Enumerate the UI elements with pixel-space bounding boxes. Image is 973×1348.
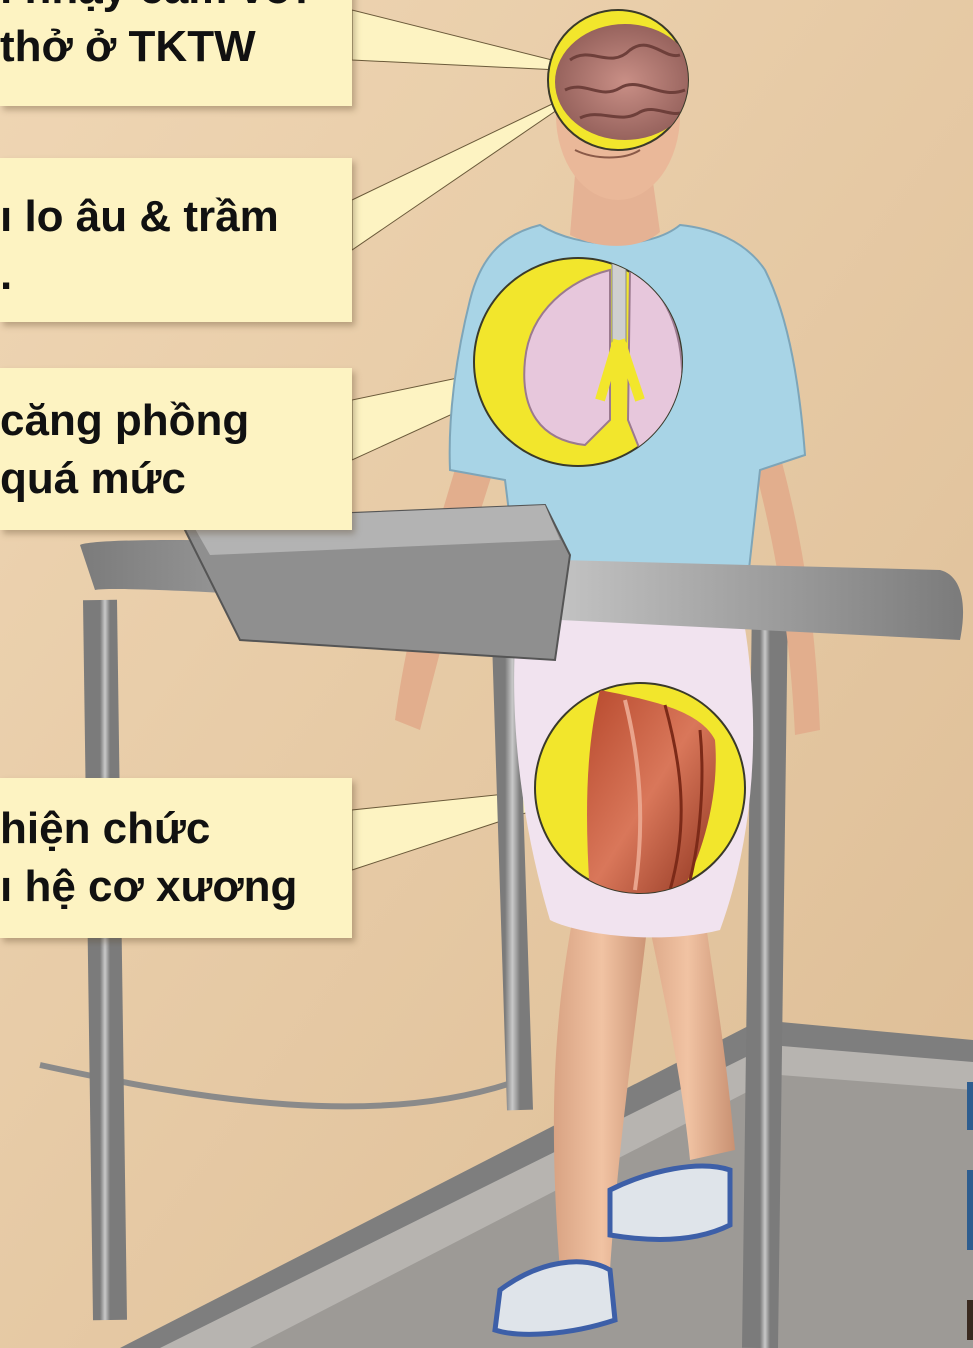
callout-lung-hyperinflation: căng phồng quá mức (0, 368, 352, 530)
callout-line: căng phồng (0, 392, 352, 450)
callout-line: ı lo âu & trầm (0, 188, 352, 246)
callout-musculoskeletal-function: hiện chức ı hệ cơ xương (0, 778, 352, 938)
callout-anxiety-depression: ı lo âu & trầm . (0, 158, 352, 322)
callout-line: quá mức (0, 450, 352, 508)
callout-brain-sensitivity: ı nhạy cảm với thở ở TKTW (0, 0, 352, 106)
callout-line: ı nhạy cảm với (0, 0, 352, 18)
callout-line: thở ở TKTW (0, 18, 352, 76)
lungs-icon (474, 258, 682, 466)
thigh-muscle-icon (535, 683, 745, 895)
callout-line: ı hệ cơ xương (0, 858, 352, 916)
callout-line: hiện chức (0, 800, 352, 858)
callout-line: . (0, 246, 352, 304)
